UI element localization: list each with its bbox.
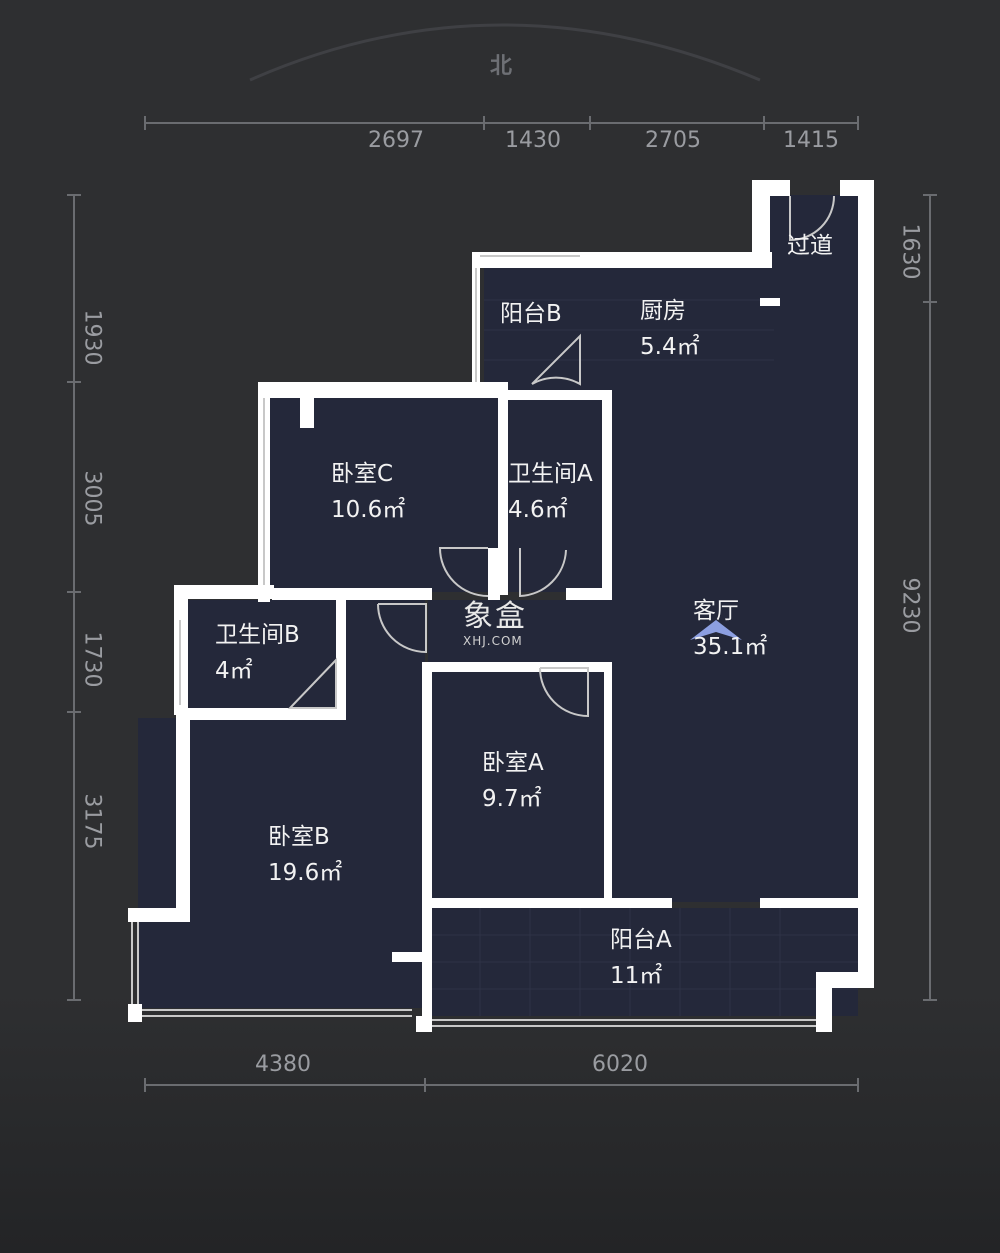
- room-area: 5.4㎡: [640, 334, 700, 360]
- room-name: 卫生间B: [215, 622, 300, 648]
- logo-cn-text: 象盒: [463, 599, 527, 634]
- wall: [858, 180, 874, 988]
- room-name: 过道: [787, 233, 833, 259]
- windows: [131, 255, 816, 1027]
- dim-left-3: 1730: [79, 631, 105, 688]
- room-bathroom-b[interactable]: 卫生间B 4㎡: [215, 617, 300, 689]
- dim-left-2: 3005: [79, 470, 105, 527]
- dim-top-1: 2697: [368, 128, 424, 153]
- dimension-lines: [67, 116, 937, 1092]
- room-area: 10.6㎡: [331, 497, 406, 523]
- doors: [287, 195, 835, 718]
- bedroom-a-floor: [432, 668, 604, 900]
- room-area: 19.6㎡: [268, 860, 343, 886]
- dim-top-2: 1430: [505, 128, 561, 153]
- room-name: 卧室C: [331, 461, 394, 487]
- room-kitchen[interactable]: 厨房 5.4㎡: [640, 293, 700, 365]
- room-balcony-b[interactable]: 阳台B: [500, 296, 562, 332]
- dim-left-4: 3175: [79, 793, 105, 850]
- logo-en-text: XHJ.COM: [463, 634, 523, 648]
- wall: [176, 708, 346, 720]
- wall: [392, 952, 424, 962]
- dim-bottom-1: 4380: [255, 1052, 311, 1077]
- room-area: 9.7㎡: [482, 786, 542, 812]
- room-name: 客厅: [693, 598, 739, 624]
- wall: [258, 382, 508, 398]
- wall: [416, 1016, 432, 1032]
- wall: [604, 662, 612, 908]
- wall: [128, 908, 190, 922]
- wall: [428, 898, 672, 908]
- room-bedroom-c[interactable]: 卧室C 10.6㎡: [331, 456, 405, 528]
- wall: [422, 662, 612, 672]
- room-area: 35.1㎡: [693, 634, 768, 660]
- watermark-logo: 象盒 XHJ.COM: [463, 599, 527, 649]
- wall: [566, 588, 612, 600]
- wall: [752, 180, 790, 196]
- room-name: 厨房: [640, 298, 686, 324]
- wall: [300, 398, 314, 428]
- wall: [472, 252, 772, 268]
- living-room-floor: [606, 302, 858, 902]
- wall: [752, 180, 770, 260]
- wall: [272, 588, 432, 600]
- room-bedroom-a[interactable]: 卧室A 9.7㎡: [482, 745, 544, 817]
- room-area: 4㎡: [215, 658, 253, 684]
- dim-bottom-2: 6020: [592, 1052, 648, 1077]
- wall: [174, 585, 274, 599]
- wall: [500, 390, 610, 400]
- room-corridor[interactable]: 过道: [787, 228, 833, 264]
- room-bedroom-b[interactable]: 卧室B 19.6㎡: [268, 819, 342, 891]
- floor-tiles: [432, 299, 858, 1016]
- wall: [498, 390, 508, 595]
- room-bathroom-a[interactable]: 卫生间A 4.6㎡: [508, 456, 593, 528]
- wall: [816, 972, 832, 1032]
- wall: [336, 600, 346, 720]
- room-name: 阳台B: [500, 301, 562, 327]
- dim-right-1: 1630: [897, 223, 923, 280]
- viewpoint-marker: [690, 620, 742, 640]
- room-living-room[interactable]: 客厅 35.1㎡: [693, 593, 767, 665]
- wall: [760, 298, 780, 306]
- bedroom-c-floor: [270, 398, 500, 592]
- room-name: 卧室B: [268, 824, 330, 850]
- bedroom-b-entry-floor: [345, 600, 425, 720]
- wall: [176, 712, 190, 922]
- wall: [602, 390, 612, 600]
- balcony-b-floor: [484, 268, 584, 390]
- wall: [488, 548, 500, 600]
- room-area: 4.6㎡: [508, 497, 568, 523]
- compass-north-label: 北: [489, 54, 512, 79]
- room-area: 11㎡: [610, 963, 663, 989]
- wall: [128, 1004, 142, 1022]
- dim-top-4: 1415: [783, 128, 839, 153]
- dim-top-3: 2705: [645, 128, 701, 153]
- room-name: 卧室A: [482, 750, 544, 776]
- wall: [422, 662, 432, 1032]
- room-name: 卫生间A: [508, 461, 593, 487]
- compass-arc: [249, 23, 761, 82]
- background-gradient: [0, 993, 1000, 1253]
- dim-left-1: 1930: [79, 309, 105, 366]
- bathroom-a-floor: [508, 398, 606, 592]
- bathroom-b-floor: [188, 600, 338, 712]
- room-balcony-a[interactable]: 阳台A 11㎡: [610, 922, 672, 994]
- walls: [128, 180, 874, 1032]
- wall: [760, 898, 860, 908]
- hallway-floor: [428, 600, 606, 662]
- room-name: 阳台A: [610, 927, 672, 953]
- dim-right-2: 9230: [897, 577, 923, 634]
